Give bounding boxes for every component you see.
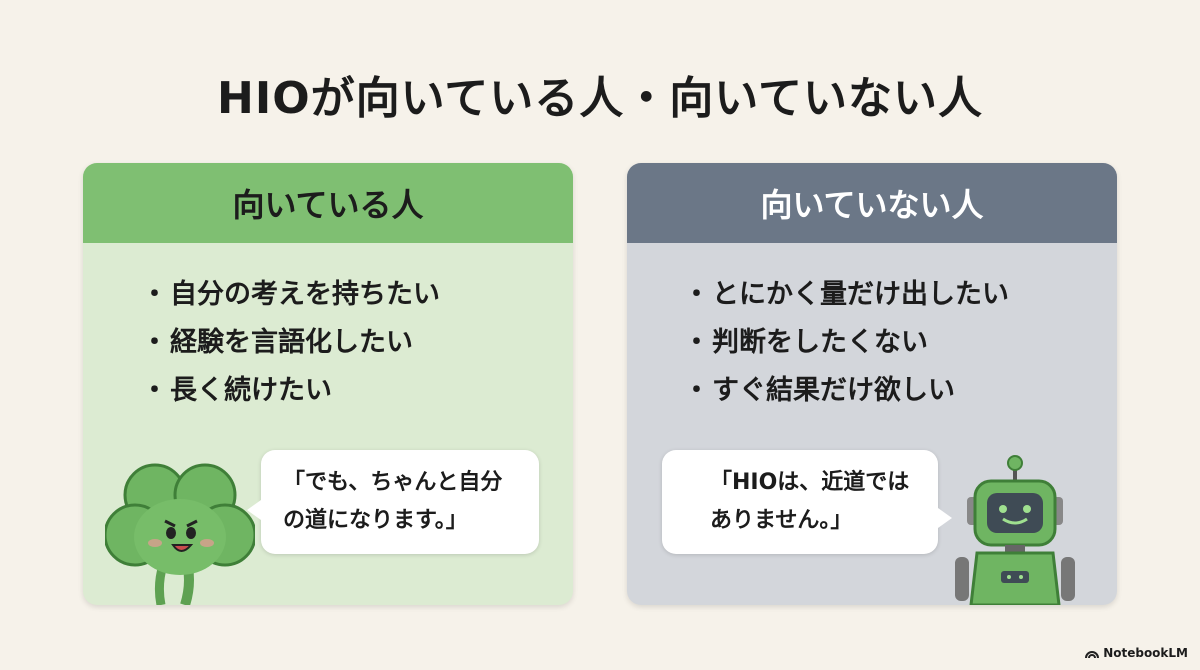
quote-line: 「HIOは、近道では: [710, 470, 910, 495]
list-item: とにかく量だけ出したい: [683, 271, 1009, 319]
list-item: 自分の考えを持ちたい: [141, 271, 440, 319]
list-item: 判断をしたくない: [683, 319, 1009, 367]
list-item: すぐ結果だけ欲しい: [683, 367, 1009, 415]
unsuited-card: 向いていない人 とにかく量だけ出したい 判断をしたくない すぐ結果だけ欲しい 「…: [627, 163, 1117, 605]
list-item: 経験を言語化したい: [141, 319, 440, 367]
branding-label: NotebookLM: [1103, 646, 1188, 660]
notebooklm-logo-icon: [1085, 651, 1100, 659]
unsuited-quote-bubble: 「HIOは、近道では ありません。」: [662, 450, 952, 554]
quote-line: ありません。」: [710, 508, 853, 533]
notebooklm-branding: NotebookLM: [1085, 646, 1188, 660]
suited-quote-bubble: 「でも、ちゃんと自分 の道になります。」: [247, 450, 539, 554]
clover-character-icon: [105, 463, 255, 605]
quote-line: 「でも、ちゃんと自分: [283, 470, 503, 495]
page-title: HIOが向いている人・向いていない人: [217, 73, 983, 124]
robot-character-icon: [955, 455, 1075, 605]
suited-list: 自分の考えを持ちたい 経験を言語化したい 長く続けたい: [141, 271, 440, 415]
unsuited-card-heading: 向いていない人: [627, 163, 1117, 243]
quote-line: の道になります。」: [283, 508, 468, 533]
suited-card-heading: 向いている人: [83, 163, 573, 243]
unsuited-list: とにかく量だけ出したい 判断をしたくない すぐ結果だけ欲しい: [683, 271, 1009, 415]
list-item: 長く続けたい: [141, 367, 440, 415]
suited-card: 向いている人 自分の考えを持ちたい 経験を言語化したい 長く続けたい 「でも、ち…: [83, 163, 573, 605]
